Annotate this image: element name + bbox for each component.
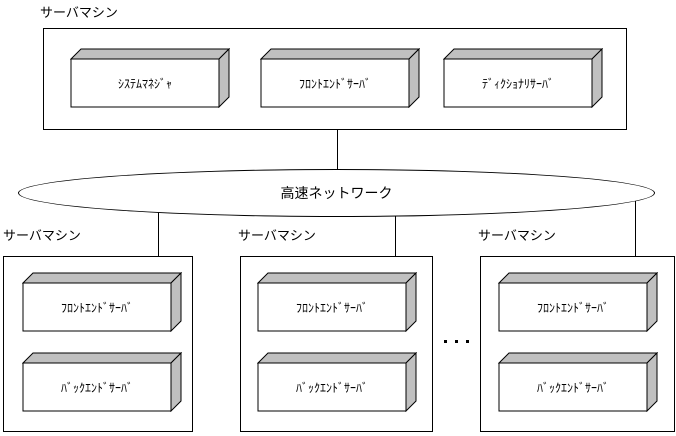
server-box-label: ｼｽﾃﾑﾏﾈｼﾞｬ	[117, 76, 172, 91]
server-box-label: ﾌﾛﾝﾄｴﾝﾄﾞｻｰﾊﾞ	[295, 300, 368, 315]
bottom-machine-2-label: サーバマシン	[238, 229, 316, 244]
server-box-label: ﾌﾛﾝﾄｴﾝﾄﾞｻｰﾊﾞ	[298, 76, 371, 91]
ellipsis-dot	[444, 340, 447, 343]
ellipsis-dot	[455, 340, 458, 343]
server-box-back-end-m1: ﾊﾞｯｸｴﾝﾄﾞｻｰﾊﾞ	[22, 352, 182, 412]
server-box-dictionary: ﾃﾞｨｸｼｮﾅﾘｻｰﾊﾞ	[443, 48, 603, 108]
server-box-front-end-m1: ﾌﾛﾝﾄｴﾝﾄﾞｻｰﾊﾞ	[22, 272, 182, 332]
server-box-label: ﾌﾛﾝﾄｴﾝﾄﾞｻｰﾊﾞ	[60, 300, 133, 315]
server-box-system-manager: ｼｽﾃﾑﾏﾈｼﾞｬ	[70, 48, 230, 108]
top-machine-label: サーバマシン	[40, 6, 118, 21]
server-box-label: ﾊﾞｯｸｴﾝﾄﾞｻｰﾊﾞ	[295, 380, 368, 395]
network-ellipse: 高速ネットワーク	[18, 169, 655, 217]
server-box-label: ﾊﾞｯｸｴﾝﾄﾞｻｰﾊﾞ	[536, 380, 609, 395]
server-box-front-end-m3: ﾌﾛﾝﾄｴﾝﾄﾞｻｰﾊﾞ	[498, 272, 658, 332]
connector-network-to-machine-3	[635, 193, 636, 256]
connector-network-to-machine-2	[395, 193, 396, 256]
server-box-label: ﾊﾞｯｸｴﾝﾄﾞｻｰﾊﾞ	[60, 380, 133, 395]
network-label: 高速ネットワーク	[280, 186, 393, 202]
server-box-label: ﾌﾛﾝﾄｴﾝﾄﾞｻｰﾊﾞ	[536, 300, 609, 315]
ellipsis-dot	[466, 340, 469, 343]
server-box-front-end-top: ﾌﾛﾝﾄｴﾝﾄﾞｻｰﾊﾞ	[260, 48, 420, 108]
bottom-machine-1-label: サーバマシン	[3, 229, 81, 244]
server-box-back-end-m3: ﾊﾞｯｸｴﾝﾄﾞｻｰﾊﾞ	[498, 352, 658, 412]
server-box-label: ﾃﾞｨｸｼｮﾅﾘｻｰﾊﾞ	[481, 76, 554, 91]
server-box-back-end-m2: ﾊﾞｯｸｴﾝﾄﾞｻｰﾊﾞ	[257, 352, 417, 412]
bottom-machine-3-label: サーバマシン	[478, 229, 556, 244]
connector-network-to-machine-1	[158, 193, 159, 256]
server-box-front-end-m2: ﾌﾛﾝﾄｴﾝﾄﾞｻｰﾊﾞ	[257, 272, 417, 332]
more-servers-ellipsis	[444, 340, 469, 343]
connector-top-machine-to-network	[337, 129, 338, 193]
